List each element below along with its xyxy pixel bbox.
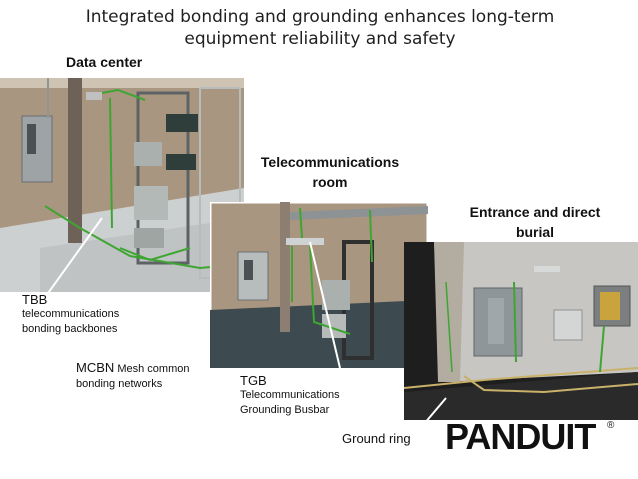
data-center-heading: Data center: [66, 54, 143, 70]
entrance-heading: Entrance and direct burial: [440, 202, 630, 242]
data-center-image: [0, 78, 244, 292]
entrance-heading-line-2: burial: [515, 224, 555, 240]
mcbn-label: MCBN Mesh common bonding networks: [76, 360, 189, 392]
tbb-line-1: telecommunications: [22, 308, 120, 320]
tgb-abbr: TGB: [240, 373, 267, 388]
tgb-line-1: Telecommunications: [240, 389, 340, 401]
telecom-heading-line-2: room: [312, 174, 348, 190]
logo-text: PANDUIT: [445, 416, 596, 457]
entrance-heading-line-1: Entrance and direct: [469, 204, 601, 220]
mcbn-line-2: bonding networks: [76, 378, 163, 390]
title-line-2: equipment reliability and safety: [184, 29, 456, 49]
tgb-label: TGB Telecommunications Grounding Busbar: [240, 373, 340, 418]
tgb-line-2: Grounding Busbar: [240, 404, 330, 416]
ground-ring-leader-line: [423, 397, 447, 425]
entrance-image: [404, 242, 638, 420]
telecom-room-image: [210, 202, 428, 368]
panduit-logo: PANDUIT: [445, 418, 617, 456]
slide-title: Integrated bonding and grounding enhance…: [30, 6, 610, 50]
ground-ring-label: Ground ring: [342, 431, 411, 446]
tbb-label: TBB telecommunications bonding backbones: [22, 292, 119, 337]
registered-mark: ®: [607, 420, 615, 431]
tbb-abbr: TBB: [22, 292, 48, 307]
mcbn-rest: Mesh common: [114, 363, 190, 375]
telecom-heading-line-1: Telecommunications: [260, 154, 400, 170]
tbb-line-2: bonding backbones: [22, 323, 118, 335]
mcbn-abbr: MCBN: [76, 360, 115, 375]
title-line-1: Integrated bonding and grounding enhance…: [85, 7, 555, 27]
tbb-leader-line: [45, 217, 103, 297]
telecom-room-heading: Telecommunications room: [236, 152, 424, 192]
